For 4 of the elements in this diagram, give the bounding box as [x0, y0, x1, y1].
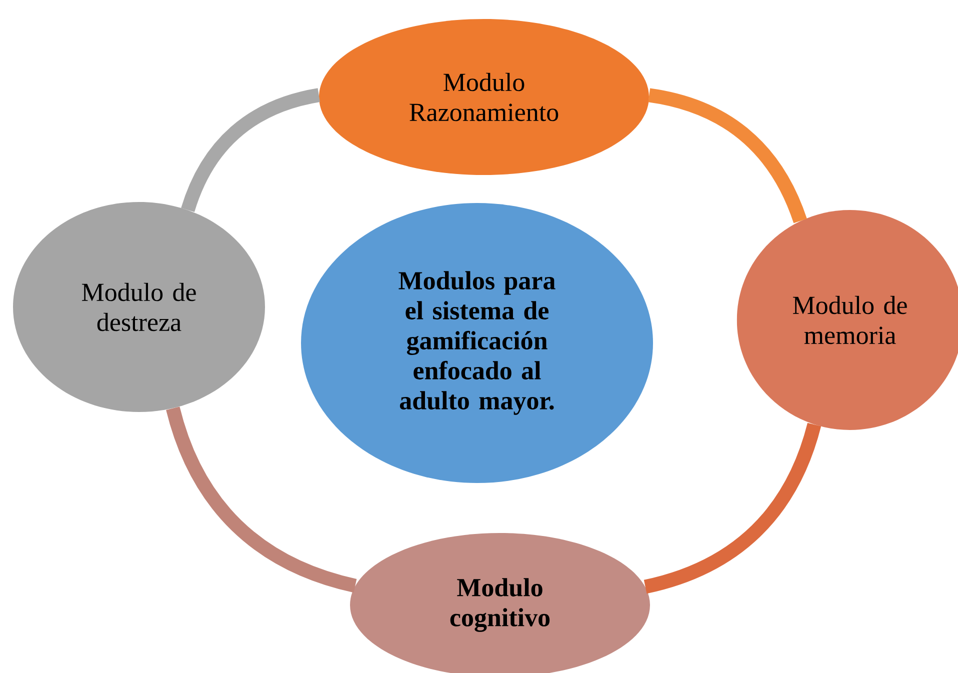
ring-arc: [181, 88, 320, 212]
ring-arc: [648, 88, 807, 224]
ring-arc: [166, 406, 357, 593]
ring-arc: [644, 422, 822, 594]
